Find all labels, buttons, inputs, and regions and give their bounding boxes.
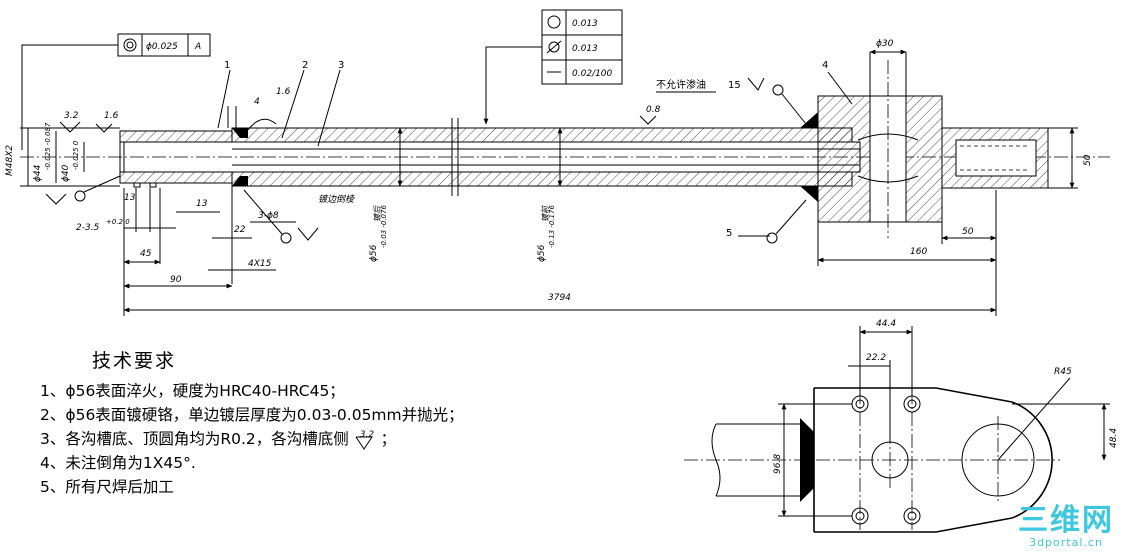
fcf-concentricity-value: ϕ0.025 [146, 42, 178, 52]
dim-angle-4: 4 [254, 97, 260, 107]
dim-phi56b-note: 镀前 [541, 205, 550, 222]
left-dimensions: M48X2 ϕ44 -0.025 -0.087 ϕ40 -0.025 0 13 … [5, 87, 296, 316]
dim-groove: 2-3.5 [76, 223, 100, 233]
dim-phi56b-tol: -0.13 -0.176 [548, 205, 556, 248]
fcf-cylindricity: 0.013 [572, 44, 598, 54]
dim-22: 22 [234, 225, 246, 235]
note-item: 4、未注倒角为1X45°. [40, 454, 196, 472]
dim-phi44: ϕ44 [33, 164, 43, 182]
balloon-3: 3 [338, 60, 344, 71]
dim-13a: 13 [124, 193, 136, 203]
dim-13b: 13 [196, 199, 208, 209]
balloon-1: 1 [224, 60, 230, 71]
weld-right-bottom [800, 186, 818, 202]
dim-angle-1-6: 1.6 [276, 87, 291, 97]
balloon-4: 4 [822, 60, 828, 71]
roughness-symbol-value: 3.2 [359, 429, 375, 440]
roughness-symbol: 3.2 [354, 430, 376, 450]
no-leak-note: 不允许渗油 [656, 78, 706, 91]
right-dimensions: ϕ30 50 160 50 [817, 39, 1093, 266]
weld-left-bottom [232, 176, 248, 186]
tube-wall-bottom [231, 171, 853, 187]
dim-45: 45 [140, 249, 152, 259]
clevis-section [817, 60, 1049, 238]
technical-requirements: 技术要求 1、ϕ56表面淬火，硬度为HRC40-HRC45； 2、ϕ56表面镀硬… [40, 346, 464, 499]
dim-50-bottom: 50 [962, 227, 974, 237]
rod-head-bottom [119, 171, 233, 184]
dim-phi56a-note: 镀后 [373, 205, 382, 222]
roughness-3-2: 3.2 [64, 111, 79, 121]
dim-phi56a: ϕ56 [369, 244, 379, 262]
dim-m48: M48X2 [5, 145, 15, 176]
dim-phi30: ϕ30 [876, 39, 894, 49]
dim-48-4: 48.4 [1109, 428, 1119, 448]
fcf-circularity: 0.013 [572, 19, 598, 29]
note-item: 2、ϕ56表面镀硬铬，单边镀层厚度为0.03-0.05mm并抛光； [40, 406, 464, 424]
balloon-2: 2 [302, 60, 308, 71]
watermark-url: 3dportal.cn [1029, 536, 1103, 549]
dim-50-right: 50 [1083, 154, 1093, 166]
dim-96-8: 96.8 [773, 454, 783, 474]
weld-symbol-15: 15 [728, 80, 741, 91]
note-item: 5、所有尺焊后加工 [40, 478, 174, 496]
dim-phi56b: ϕ56 [537, 244, 547, 262]
dim-160: 160 [910, 247, 927, 257]
note-item: 1、ϕ56表面淬火，硬度为HRC40-HRC45； [40, 382, 345, 400]
dim-4x15: 4X15 [248, 259, 272, 269]
dim-phi40-tol: -0.025 0 [72, 140, 80, 170]
fcf-datum: A [194, 42, 201, 52]
dim-phi40: ϕ40 [61, 164, 71, 182]
fcf-top-block: 0.013 0.013 0.02/100 [483, 9, 623, 125]
weld-right-top [800, 112, 818, 128]
middle-dimensions: ϕ56 -0.03 -0.076 镀后 ϕ56 -0.13 -0.176 镀前 … [123, 127, 997, 316]
dim-90: 90 [170, 275, 182, 285]
rod-head-top [119, 130, 233, 143]
watermark-logo: 三维网 [1018, 503, 1114, 538]
dim-groove-tol: +0.2 0 [106, 218, 130, 226]
clevis-plan-view: 44.4 22.2 R45 48.4 96.8 [684, 319, 1119, 533]
dim-phi44-tol: -0.025 -0.087 [44, 122, 52, 170]
edge-weld-note: 镀边倒棱 [318, 194, 355, 205]
dim-3794: 3794 [548, 293, 571, 303]
dim-44-4: 44.4 [876, 319, 896, 329]
weld-left-top [232, 128, 248, 138]
fcf-concentricity: ϕ0.025 A [21, 33, 211, 150]
dim-22-2: 22.2 [866, 353, 886, 363]
part-balloons: 1 2 3 4 5 [217, 60, 853, 244]
note-item: 3、各沟槽底、顶圆角均为R0.2，各沟槽底侧 3.2 ； [40, 427, 460, 451]
dim-holes: 3-ϕ8 [258, 211, 279, 221]
balloon-5: 5 [726, 228, 732, 239]
roughness-1-6: 1.6 [104, 111, 119, 121]
roughness-symbols: 3.2 1.6 0.8 15 [45, 77, 807, 244]
fcf-straightness: 0.02/100 [572, 69, 613, 79]
note-item-text: 3、各沟槽底、顶圆角均为R0.2，各沟槽底侧 [40, 430, 349, 448]
watermark: 三维网 3dportal.cn [1018, 503, 1114, 550]
notes-title: 技术要求 [92, 350, 177, 372]
dim-phi56a-tol: -0.03 -0.076 [380, 205, 388, 248]
roughness-0-8: 0.8 [646, 105, 661, 115]
dim-r45: R45 [1054, 367, 1072, 377]
tube-wall-top [231, 127, 853, 143]
